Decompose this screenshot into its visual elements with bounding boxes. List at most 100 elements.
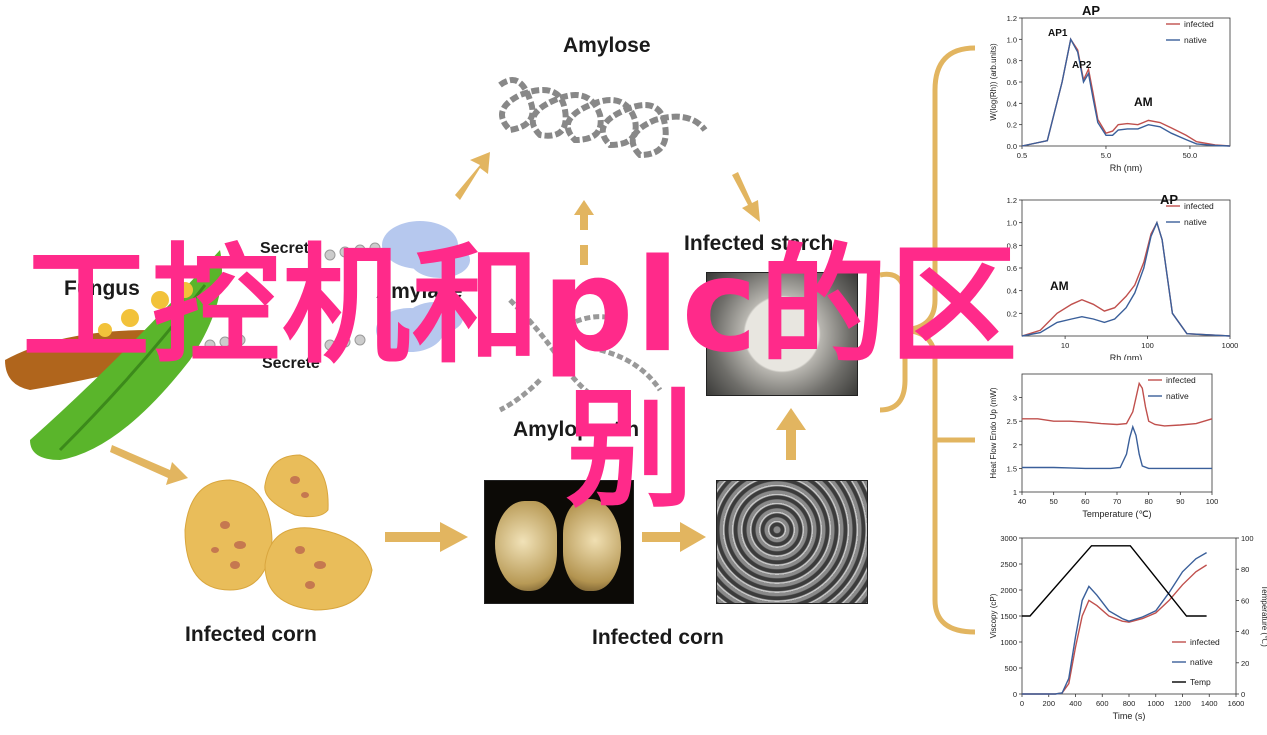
x-tick-label: 1400 bbox=[1201, 699, 1218, 708]
y2-tick-label: 40 bbox=[1241, 628, 1249, 637]
amylopectin-branches bbox=[498, 298, 663, 413]
chart-title: AP bbox=[1160, 192, 1178, 207]
y-tick-label: 1000 bbox=[1000, 638, 1017, 647]
secrete-bottom-label: Secrete bbox=[262, 355, 320, 372]
annotation-ap2: AP2 bbox=[1072, 60, 1092, 71]
legend-label-native: native bbox=[1184, 217, 1207, 227]
legend-label-infected: infected bbox=[1184, 201, 1214, 211]
y-tick-label: 2000 bbox=[1000, 586, 1017, 595]
y-tick-label: 0.0 bbox=[1007, 142, 1017, 151]
results-bracket bbox=[879, 45, 976, 635]
x-tick-label: 1000 bbox=[1147, 699, 1164, 708]
infected-corn-mid-label: Infected corn bbox=[592, 626, 724, 649]
series-line-native bbox=[1022, 424, 1212, 470]
x-tick-label: 1000 bbox=[1222, 341, 1238, 350]
x-tick-label: 0 bbox=[1020, 699, 1024, 708]
x-tick-label: 100 bbox=[1206, 497, 1219, 506]
legend-label-native: native bbox=[1190, 657, 1213, 667]
amylopectin-label: Amylopectin bbox=[513, 418, 640, 441]
y-tick-label: 1.2 bbox=[1007, 14, 1017, 23]
series-line-native bbox=[1021, 37, 1231, 147]
y-tick-label: 1.2 bbox=[1007, 196, 1017, 205]
y2-tick-label: 0 bbox=[1241, 690, 1245, 699]
x-tick-label: 90 bbox=[1176, 497, 1184, 506]
y-axis-label: W(log(Rh)) (arb.units) bbox=[989, 43, 998, 121]
y-tick-label: 0.8 bbox=[1007, 241, 1017, 250]
fungus-leaf-illustration bbox=[5, 250, 222, 460]
legend-label-infected: infected bbox=[1166, 375, 1196, 385]
y2-tick-label: 100 bbox=[1241, 534, 1254, 543]
series-line-infected bbox=[1022, 564, 1207, 695]
legend-label-native: native bbox=[1166, 391, 1189, 401]
y-tick-label: 0.4 bbox=[1007, 287, 1017, 296]
x-tick-label: 1200 bbox=[1174, 699, 1191, 708]
chart-title: AP bbox=[1082, 3, 1100, 18]
y-tick-label: 2 bbox=[1013, 441, 1017, 450]
series-line-temp bbox=[1022, 545, 1207, 617]
legend-label-infected: infected bbox=[1184, 19, 1214, 29]
x-tick-label: 40 bbox=[1018, 497, 1026, 506]
y-tick-label: 1.0 bbox=[1007, 219, 1017, 228]
y2-tick-label: 20 bbox=[1241, 659, 1249, 668]
infected-corn-left-label: Infected corn bbox=[185, 623, 317, 646]
y-tick-label: 0.6 bbox=[1007, 264, 1017, 273]
y-tick-label: 1.5 bbox=[1007, 464, 1017, 473]
y-axis-label: Viscopy (cP) bbox=[989, 593, 998, 638]
infected-starch-sem-micrograph bbox=[716, 480, 868, 604]
x-axis-label: Time (s) bbox=[1113, 711, 1146, 721]
x-tick-label: 200 bbox=[1042, 699, 1055, 708]
x-tick-label: 800 bbox=[1123, 699, 1136, 708]
x-axis-label: Temperature (℃) bbox=[1082, 509, 1151, 519]
series-line-infected bbox=[1022, 381, 1213, 427]
x-tick-label: 50 bbox=[1049, 497, 1057, 506]
x-tick-label: 100 bbox=[1141, 341, 1154, 350]
legend-label-native: native bbox=[1184, 35, 1207, 45]
x-tick-label: 70 bbox=[1113, 497, 1121, 506]
x-tick-label: 400 bbox=[1069, 699, 1082, 708]
y2-tick-label: 80 bbox=[1241, 565, 1249, 574]
amylose-chain bbox=[498, 77, 708, 159]
series-line-native bbox=[1022, 551, 1207, 695]
x-tick-label: 80 bbox=[1144, 497, 1152, 506]
series-line-native bbox=[1021, 220, 1231, 337]
y-tick-label: 0.8 bbox=[1007, 57, 1017, 66]
legend-label-infected: infected bbox=[1190, 637, 1220, 647]
x-tick-label: 600 bbox=[1096, 699, 1109, 708]
infected-starch-micrograph bbox=[706, 272, 858, 396]
y-tick-label: 3 bbox=[1013, 394, 1017, 403]
infected-corn-kernels bbox=[184, 454, 373, 611]
x-tick-label: 0.5 bbox=[1017, 151, 1027, 160]
secrete-top-label: Secrete bbox=[260, 240, 318, 257]
fungus-label: Fungus bbox=[64, 277, 140, 300]
y-tick-label: 0.2 bbox=[1007, 121, 1017, 130]
y-tick-label: 0.6 bbox=[1007, 78, 1017, 87]
x-axis-label: Rh (nm) bbox=[1110, 353, 1143, 360]
y-tick-label: 3000 bbox=[1000, 534, 1017, 543]
y-tick-label: 2500 bbox=[1000, 560, 1017, 569]
x-tick-label: 60 bbox=[1081, 497, 1089, 506]
annotation-ap1: AP1 bbox=[1048, 28, 1068, 39]
y2-tick-label: 60 bbox=[1241, 596, 1249, 605]
annotation-am: AM bbox=[1134, 95, 1153, 109]
infected-starch-label: Infected starch bbox=[684, 232, 834, 255]
amylase-label: Amylase bbox=[376, 280, 463, 303]
series-line-infected bbox=[1021, 37, 1231, 147]
y-tick-label: 0.4 bbox=[1007, 99, 1017, 108]
flow-arrows bbox=[110, 152, 806, 552]
y-tick-label: 0 bbox=[1013, 690, 1017, 699]
y2-axis-label: Temperature (℃) bbox=[1260, 585, 1267, 647]
y-tick-label: 1 bbox=[1013, 488, 1017, 497]
amylose-label: Amylose bbox=[563, 34, 651, 57]
legend-label-temp: Temp bbox=[1190, 677, 1211, 687]
y-tick-label: 1500 bbox=[1000, 612, 1017, 621]
y-axis-label: Heat Flow Endo Up (mW) bbox=[989, 387, 998, 478]
annotation-am: AM bbox=[1050, 279, 1069, 293]
x-tick-label: 5.0 bbox=[1101, 151, 1111, 160]
y-tick-label: 1.0 bbox=[1007, 35, 1017, 44]
y-tick-label: 2.5 bbox=[1007, 417, 1017, 426]
